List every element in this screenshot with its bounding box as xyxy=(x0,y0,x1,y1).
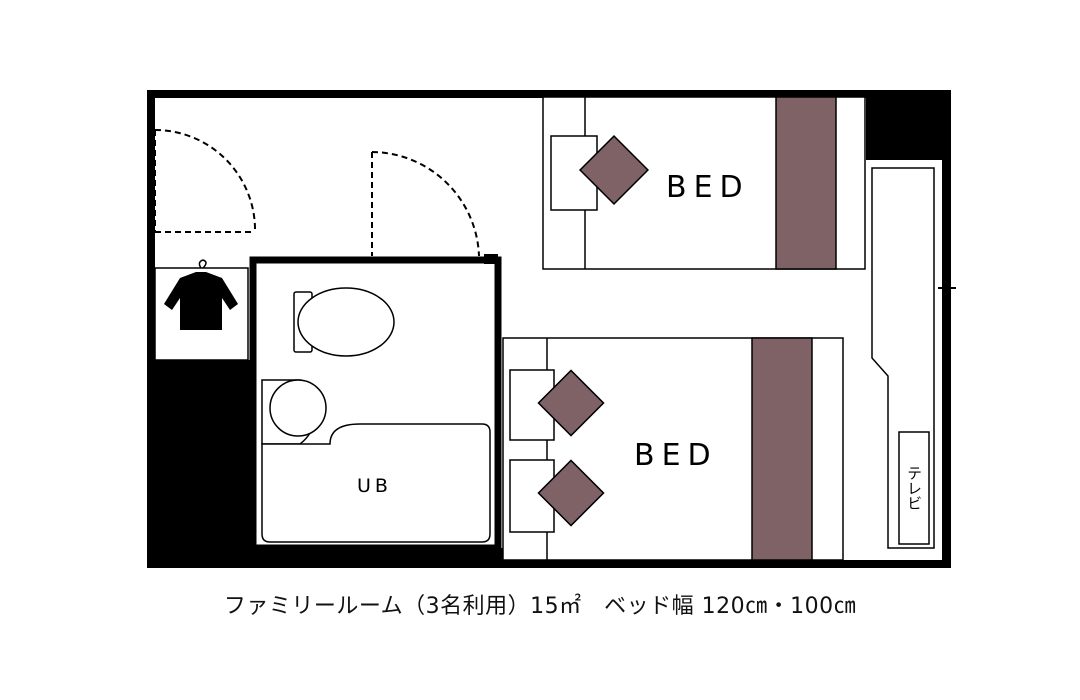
pillow-icon xyxy=(578,134,650,206)
tv xyxy=(898,431,930,545)
bathroom-door xyxy=(371,151,480,257)
pillow-icon xyxy=(537,459,605,527)
bathroom-label: UB xyxy=(357,475,392,497)
entrance-door xyxy=(154,129,257,233)
bed-upper: BED xyxy=(542,96,866,270)
floor-plan-caption: ファミリールーム（3名利用）15㎡ ベッド幅 120㎝・100㎝ xyxy=(223,594,857,619)
bathtub xyxy=(261,423,491,543)
bed-lower-headboard xyxy=(751,337,813,561)
bed-lower: BED xyxy=(502,337,844,561)
closet-clothes-icon xyxy=(164,259,238,330)
bathroom-door-jamb xyxy=(484,254,498,264)
tv-label: テレビ xyxy=(905,466,923,511)
bed-lower-label: BED xyxy=(634,438,718,473)
toilet-icon xyxy=(293,287,395,357)
bed-upper-label: BED xyxy=(666,170,750,205)
sink-icon xyxy=(261,379,327,445)
bed-upper-headboard xyxy=(775,96,837,270)
wall-block-topright xyxy=(866,90,951,160)
wall-block-left xyxy=(147,360,253,568)
wall-block-bottom xyxy=(147,548,507,568)
pillow-icon xyxy=(537,369,605,437)
floor-plan: UB BED BED テレビ xyxy=(147,90,956,568)
